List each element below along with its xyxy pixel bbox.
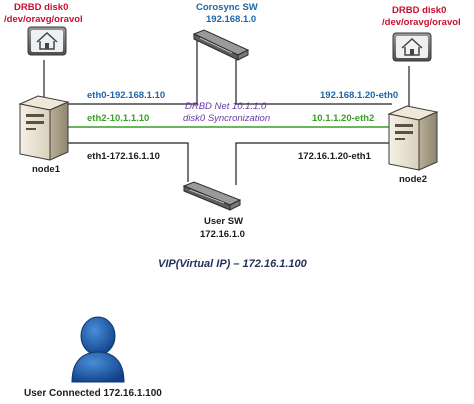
drbd-sync-label: disk0 Syncronization bbox=[183, 113, 271, 124]
node1-eth1-label: eth1-172.16.1.10 bbox=[87, 151, 160, 162]
connection-lines bbox=[43, 40, 410, 185]
switch-icon bbox=[182, 181, 242, 211]
drbd-right-path: /dev/oravg/oravol bbox=[382, 17, 461, 28]
node2-eth1-label: 172.16.1.20-eth1 bbox=[298, 151, 371, 162]
drbd-net-label: DRBD Net 10.1.1.0 bbox=[185, 101, 267, 112]
eth0-link bbox=[66, 40, 198, 105]
drbd-left-path: /dev/oravg/oravol bbox=[4, 14, 83, 25]
eth1-link bbox=[66, 142, 189, 182]
node2-label: node2 bbox=[399, 174, 427, 185]
switch-icon bbox=[192, 29, 250, 61]
server-icon bbox=[387, 105, 439, 171]
node2-eth0-label: 192.168.1.20-eth0 bbox=[320, 90, 399, 101]
drbd-left-title: DRBD disk0 bbox=[14, 2, 69, 13]
eth0-link-right bbox=[235, 57, 392, 105]
node1-label: node1 bbox=[32, 164, 60, 175]
corosync-label: Corosync SW bbox=[196, 2, 258, 13]
user-icon bbox=[71, 316, 125, 383]
vip-label: VIP(Virtual IP) – 172.16.1.100 bbox=[158, 258, 307, 270]
node2-eth2-label: 10.1.1.20-eth2 bbox=[312, 113, 375, 124]
user-connected-label: User Connected 172.16.1.100 bbox=[24, 388, 162, 399]
user-sw-ip: 172.16.1.0 bbox=[200, 229, 245, 240]
eth1-link-right bbox=[235, 142, 392, 185]
server-icon bbox=[18, 95, 70, 161]
home-icon bbox=[27, 26, 67, 56]
corosync-ip: 192.168.1.0 bbox=[206, 14, 257, 25]
home-icon bbox=[392, 32, 432, 62]
drbd-right-title: DRBD disk0 bbox=[392, 5, 447, 16]
node1-eth0-label: eth0-192.168.1.10 bbox=[87, 90, 166, 101]
user-sw-label: User SW bbox=[204, 216, 244, 227]
node1-eth2-label: eth2-10.1.1.10 bbox=[87, 113, 150, 124]
